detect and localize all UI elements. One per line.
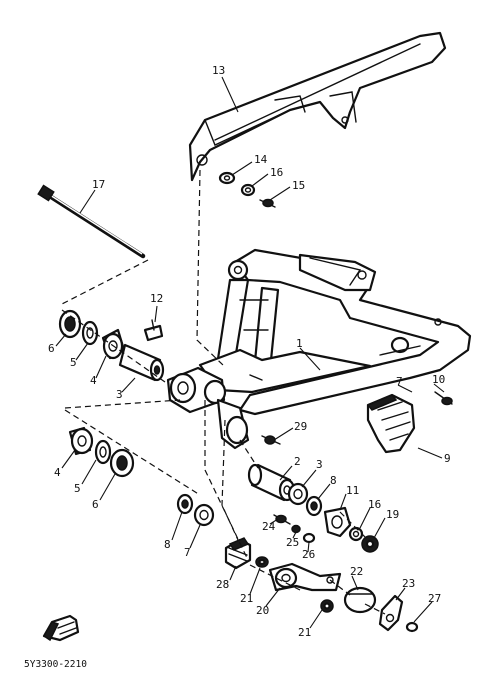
collar-part-3-upper bbox=[118, 343, 165, 382]
callout-22: 22 bbox=[350, 565, 363, 578]
callout-5-lower: 5 bbox=[74, 482, 81, 495]
callout-24: 24 bbox=[262, 520, 276, 533]
bearing-part-4-lower bbox=[68, 426, 94, 456]
assembly-dash-lines bbox=[59, 169, 386, 615]
callout-4-lower: 4 bbox=[54, 466, 61, 479]
seal-part-6-upper bbox=[58, 309, 82, 339]
callout-13: 13 bbox=[212, 64, 225, 77]
callout-6-lower: 6 bbox=[92, 498, 99, 511]
callout-21-lower: 21 bbox=[298, 626, 311, 639]
callout-1: 1 bbox=[296, 337, 303, 350]
bolt-part-15 bbox=[259, 198, 276, 208]
chain-guard-part-9 bbox=[366, 393, 416, 454]
collar-part-2 bbox=[247, 463, 296, 502]
swingarm-part-1 bbox=[166, 248, 472, 450]
seal-part-8-left bbox=[176, 493, 194, 515]
callout-6-upper: 6 bbox=[48, 342, 55, 355]
nut-part-16-top bbox=[240, 183, 256, 197]
collar-part-7-left bbox=[193, 503, 215, 527]
knuckle-part-22 bbox=[343, 586, 377, 614]
bolt-part-24 bbox=[273, 514, 291, 525]
collar-part-7-right bbox=[287, 482, 309, 506]
callout-10: 10 bbox=[432, 373, 445, 386]
bolt-part-29 bbox=[261, 435, 281, 445]
callout-5-upper: 5 bbox=[70, 356, 77, 369]
front-direction-icon bbox=[42, 614, 80, 642]
callout-21-upper: 21 bbox=[240, 592, 253, 605]
callout-11: 11 bbox=[346, 484, 359, 497]
grease-nipple-part-12 bbox=[143, 319, 164, 342]
nut-part-26 bbox=[302, 532, 316, 544]
callout-2: 2 bbox=[294, 455, 301, 468]
callout-15: 15 bbox=[292, 179, 305, 192]
callout-7-left: 7 bbox=[184, 546, 191, 559]
callout-7-top: 7 bbox=[396, 375, 403, 388]
callout-28: 28 bbox=[216, 578, 229, 591]
callout-8-left: 8 bbox=[164, 538, 171, 551]
callout-9: 9 bbox=[444, 452, 451, 465]
callout-27: 27 bbox=[428, 592, 441, 605]
nut-part-16-lower bbox=[348, 526, 364, 542]
callout-26: 26 bbox=[302, 548, 315, 561]
spring-part-28 bbox=[224, 537, 252, 570]
bearing-part-4-upper bbox=[101, 328, 126, 360]
callout-14: 14 bbox=[254, 153, 268, 166]
seal-part-8-right bbox=[305, 495, 323, 517]
washer-part-5-lower bbox=[94, 439, 112, 465]
callout-12: 12 bbox=[150, 292, 163, 305]
callout-4-upper: 4 bbox=[90, 374, 97, 387]
callout-17: 17 bbox=[92, 178, 105, 191]
callout-23: 23 bbox=[402, 577, 415, 590]
callout-8-right: 8 bbox=[330, 474, 337, 487]
callout-20: 20 bbox=[256, 604, 269, 617]
washer-part-14 bbox=[218, 171, 236, 185]
seal-part-6-lower bbox=[109, 448, 135, 478]
pivot-shaft-part-17 bbox=[37, 184, 146, 259]
bracket-part-11 bbox=[323, 506, 352, 538]
nut-part-19 bbox=[361, 535, 379, 553]
callout-25: 25 bbox=[286, 536, 299, 549]
lever-part-20 bbox=[268, 562, 342, 592]
callout-leaders bbox=[55, 76, 445, 629]
callout-3-upper: 3 bbox=[116, 388, 123, 401]
diagram-code-label: 5Y3300-2210 bbox=[24, 659, 87, 670]
callout-16-top: 16 bbox=[270, 166, 283, 179]
callout-numbers: 13 14 16 15 17 12 1 7 10 9 29 3 4 5 6 4 … bbox=[48, 64, 451, 639]
washer-part-25 bbox=[291, 524, 301, 534]
bolt-part-10 bbox=[434, 391, 453, 406]
collar-part-21-lower bbox=[320, 599, 334, 613]
callout-3-right: 3 bbox=[316, 458, 323, 471]
callout-29: 29 bbox=[294, 420, 307, 433]
rod-end-part-23 bbox=[378, 594, 404, 632]
bolt-part-27 bbox=[405, 621, 419, 633]
collar-part-21-upper bbox=[255, 556, 269, 568]
callout-16-lower: 16 bbox=[368, 498, 381, 511]
chain-case-part-13 bbox=[188, 31, 447, 182]
callout-19: 19 bbox=[386, 508, 399, 521]
